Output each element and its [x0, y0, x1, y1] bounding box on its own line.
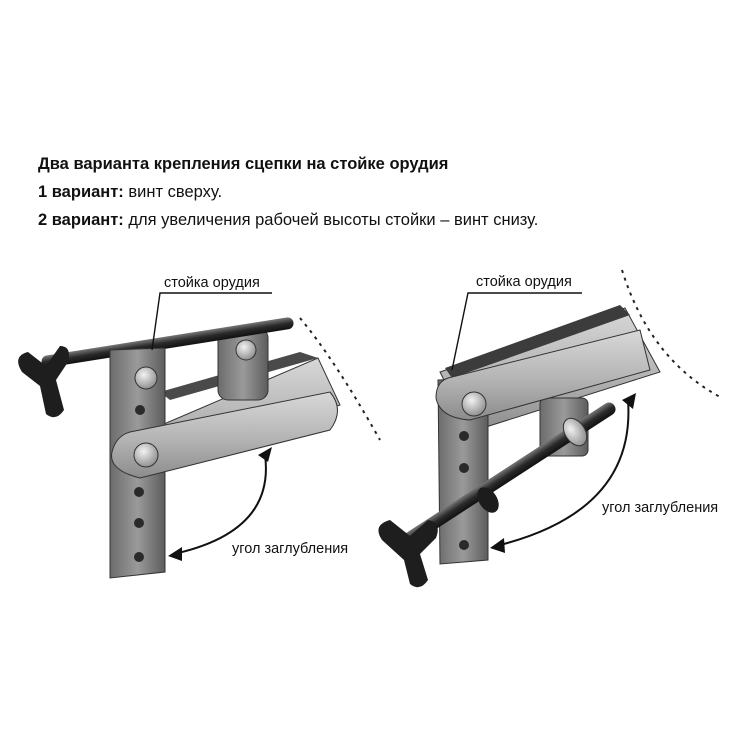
left-stand-hole-2	[134, 487, 144, 497]
variant-1-line: 1 вариант: винт сверху.	[38, 178, 718, 206]
variant-1-label: 1 вариант:	[38, 183, 124, 201]
left-stand-top-nut	[134, 366, 158, 390]
right-screw-rod	[399, 402, 616, 548]
variant-2-label: 2 вариант:	[38, 211, 124, 229]
right-wing-handle	[378, 520, 438, 588]
variant-2-text: для увеличения рабочей высоты стойки – в…	[128, 211, 539, 229]
left-stand-leader	[151, 292, 272, 351]
left-rear-bolt	[235, 339, 257, 361]
right-angle-arrow-head-top	[622, 393, 636, 409]
right-stand-hole-3	[459, 540, 469, 550]
left-angle-arc	[177, 454, 267, 554]
left-wing-handle	[18, 346, 69, 418]
right-stand-label: стойка орудия	[476, 274, 572, 290]
left-link-plate	[111, 391, 338, 479]
right-angle-arc	[499, 399, 630, 546]
right-angle-arrow-head-bottom	[490, 538, 505, 553]
caption-title: Два варианта крепления сцепки на стойке …	[38, 155, 449, 173]
right-link-plate	[435, 329, 651, 421]
variant-2-line: 2 вариант: для увеличения рабочей высоты…	[38, 206, 718, 234]
left-link-bolt	[133, 442, 159, 468]
left-stand-label: стойка орудия	[164, 275, 260, 291]
right-stand-leader	[451, 292, 582, 371]
variant-1-text: винт сверху.	[128, 183, 223, 201]
right-rod-collar	[477, 487, 499, 513]
caption: Два варианта крепления сцепки на стойке …	[38, 150, 718, 234]
right-link-bolt	[461, 391, 487, 417]
left-stand-hole-1	[135, 405, 145, 415]
left-stand-hole-3	[134, 518, 144, 528]
right-rod-nut	[562, 417, 588, 447]
left-angle-arrow-head-bottom	[168, 547, 182, 561]
right-angle-label: угол заглубления	[602, 500, 719, 516]
left-stand-hole-4	[134, 552, 144, 562]
left-angle-label: угол заглубления	[232, 541, 349, 557]
left-screw-rod	[41, 317, 294, 368]
right-shank-top-edge	[445, 305, 630, 378]
left-hitch-figure	[18, 292, 381, 579]
right-stand-hole-1	[459, 431, 469, 441]
right-hitch-figure	[378, 269, 723, 588]
right-stand-hole-2	[459, 463, 469, 473]
left-angle-arrow-head-top	[258, 447, 272, 462]
